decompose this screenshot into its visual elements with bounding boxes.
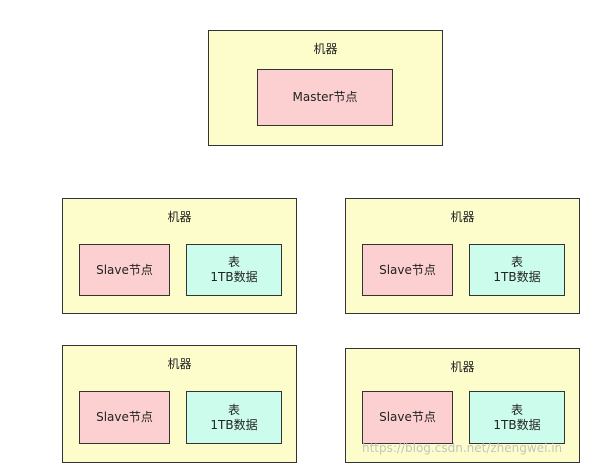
table-title: 表	[227, 255, 240, 269]
table-node: 表 1TB数据	[186, 244, 282, 296]
slave-node: Slave节点	[79, 244, 170, 296]
machine-label: 机器	[313, 42, 338, 56]
table-node: 表 1TB数据	[186, 391, 282, 444]
table-node: 表 1TB数据	[469, 244, 565, 296]
slave-machine-box: 机器 Slave节点 表 1TB数据	[62, 345, 297, 463]
table-data-size: 1TB数据	[493, 270, 541, 284]
slave-node-label: Slave节点	[379, 262, 436, 277]
table-title: 表	[510, 255, 523, 269]
master-machine-box: 机器 Master节点	[208, 30, 443, 146]
slave-node-label: Slave节点	[379, 410, 436, 424]
machine-label: 机器	[450, 210, 475, 224]
slave-machine-box: 机器 Slave节点 表 1TB数据	[62, 198, 297, 314]
slave-node: Slave节点	[362, 244, 453, 296]
table-title: 表	[510, 402, 523, 417]
table-data-size: 1TB数据	[493, 417, 541, 432]
table-title: 表	[227, 402, 240, 417]
slave-node: Slave节点	[79, 391, 170, 444]
master-node-label: Master节点	[292, 90, 358, 104]
slave-node-label: Slave节点	[96, 262, 153, 277]
table-data-size: 1TB数据	[210, 417, 258, 432]
slave-machine-box: 机器 Slave节点 表 1TB数据	[345, 198, 580, 314]
slave-node-label: Slave节点	[96, 410, 153, 424]
machine-label: 机器	[167, 357, 192, 371]
master-node: Master节点	[257, 69, 393, 126]
table-data-size: 1TB数据	[210, 270, 258, 284]
watermark-text: https://blog.csdn.net/zhengwei.in	[362, 441, 563, 455]
slave-node: Slave节点	[362, 391, 453, 444]
machine-label: 机器	[450, 360, 475, 374]
slave-machine-box: 机器 Slave节点 表 1TB数据	[345, 348, 580, 463]
table-node: 表 1TB数据	[469, 391, 565, 444]
machine-label: 机器	[167, 210, 192, 224]
